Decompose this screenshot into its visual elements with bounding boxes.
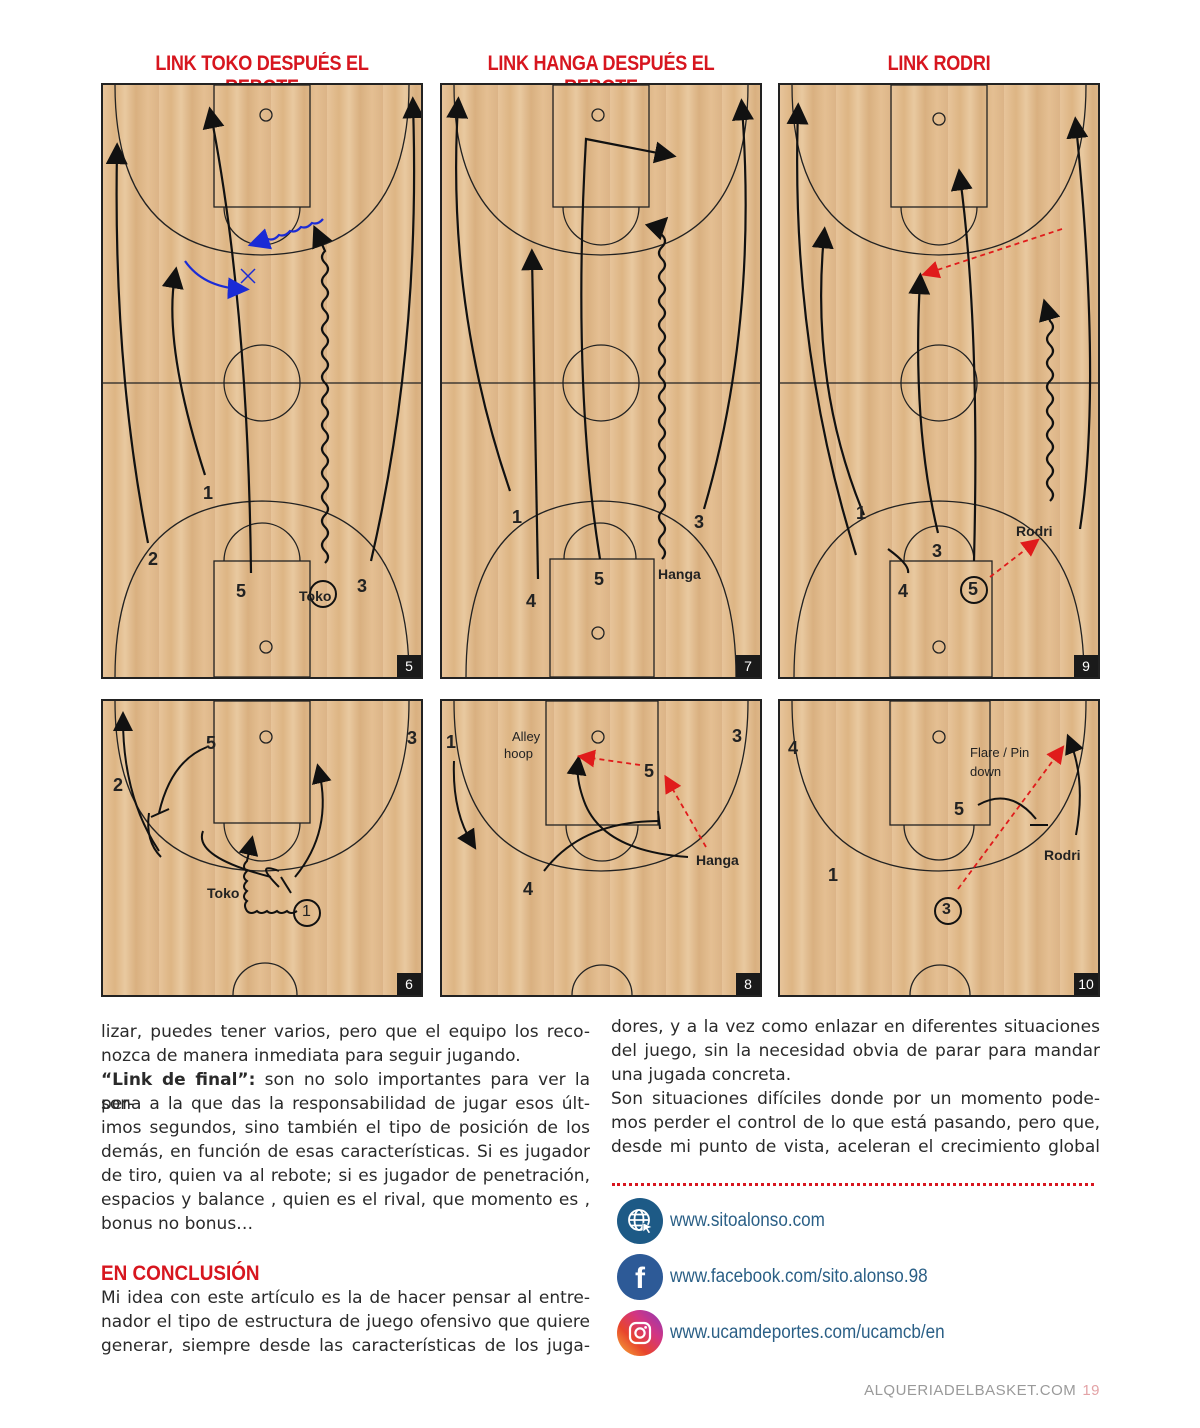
social-instagram[interactable]: www.ucamdeportes.com/ucamcb/en — [617, 1310, 975, 1356]
player-label-hanga: Hanga — [696, 852, 739, 868]
play-label-hoop: hoop — [504, 746, 533, 761]
player-label-3: 3 — [694, 512, 705, 532]
social-web[interactable]: www.sitoalonso.com — [617, 1198, 842, 1244]
web-link[interactable]: www.sitoalonso.com — [670, 1210, 825, 1231]
diagram-number: 8 — [736, 973, 760, 995]
body-text: son no solo importantes para ver la per- — [101, 1070, 591, 1114]
court-diagram-10: 4 Flare / Pin down 5 Rodri 1 3 10 — [778, 699, 1100, 997]
player-label-4: 4 — [898, 581, 909, 601]
court-diagram-6: 5 3 2 Toko 1 6 — [101, 699, 423, 997]
body-line: generar, siempre desde las característic… — [101, 1336, 590, 1356]
player-label-1: 1 — [203, 483, 214, 503]
court-6-drawing — [113, 701, 410, 995]
body-line: demás, en función de esas característica… — [101, 1142, 590, 1162]
facebook-icon: f — [617, 1254, 663, 1300]
body-line: nozca de manera inmediata para seguir ju… — [101, 1046, 521, 1066]
facebook-link[interactable]: www.facebook.com/sito.alonso.98 — [670, 1266, 928, 1287]
body-line: bonus no bonus… — [101, 1214, 254, 1234]
player-label-5: 5 — [594, 569, 605, 589]
body-line: una jugada concreta. — [611, 1065, 792, 1085]
court-diagram-8: 1 Alley hoop 3 5 Hanga 4 8 — [440, 699, 762, 997]
body-line: “Link de final”: son no solo importantes… — [101, 1068, 590, 1116]
player-label-rodri: Rodri — [1044, 847, 1081, 863]
player-label-1: 1 — [512, 507, 523, 527]
page-footer: ALQUERIADELBASKET.COM 19 — [864, 1382, 1100, 1399]
diagram-number: 6 — [397, 973, 421, 995]
player-label-3: 3 — [732, 726, 743, 746]
player-label-2: 2 — [113, 775, 124, 795]
body-line: Son situaciones difíciles donde por un m… — [611, 1089, 1100, 1109]
play-label-down: down — [970, 764, 1002, 779]
player-label-3: 3 — [407, 728, 418, 748]
player-label-1: 1 — [302, 903, 311, 920]
instagram-link[interactable]: www.ucamdeportes.com/ucamcb/en — [670, 1322, 945, 1343]
panel-title-5: LINK TOKO DESPUÉS EL REBOTE — [155, 52, 369, 99]
player-label-5: 5 — [206, 733, 217, 753]
player-label-4: 4 — [526, 591, 537, 611]
player-label-1: 1 — [446, 732, 457, 752]
player-label-5: 5 — [644, 761, 655, 781]
player-label-4: 4 — [523, 879, 534, 899]
diagram-number: 10 — [1074, 973, 1098, 995]
player-label-1: 1 — [856, 503, 867, 523]
player-label-5: 5 — [968, 579, 979, 599]
footer-site[interactable]: ALQUERIADELBASKET.COM — [864, 1382, 1077, 1399]
body-line: de tiro, quien va al rebote; si es jugad… — [101, 1166, 590, 1186]
body-line: sona a la que das la responsabilidad de … — [101, 1094, 590, 1114]
diagram-number: 7 — [736, 655, 760, 677]
player-label-3: 3 — [357, 576, 368, 596]
play-label-alley: Alley — [512, 729, 541, 744]
social-facebook[interactable]: f www.facebook.com/sito.alonso.98 — [617, 1254, 956, 1300]
player-label-toko: Toko — [207, 885, 240, 901]
court-diagram-5: 1 2 5 Toko 3 5 — [101, 83, 423, 679]
player-label-1: 1 — [828, 865, 839, 885]
court-5-drawing — [103, 85, 421, 677]
panel-title-7: LINK HANGA DESPUÉS EL REBOTE — [487, 52, 715, 99]
body-line: imos segundos, sino también el tipo de p… — [101, 1118, 590, 1138]
body-line: del juego, sin la necesidad obvia de par… — [611, 1041, 1100, 1061]
court-7-drawing — [442, 85, 760, 677]
body-line: Mi idea con este artículo es la de hacer… — [101, 1288, 590, 1308]
body-line: desde mi punto de vista, aceleran el cre… — [611, 1137, 1100, 1157]
player-label-3: 3 — [942, 901, 951, 918]
court-8-drawing — [452, 701, 749, 995]
player-label-3: 3 — [932, 541, 943, 561]
dotted-divider — [612, 1183, 1094, 1186]
section-heading: EN CONCLUSIÓN — [101, 1262, 260, 1285]
court-9-drawing — [780, 85, 1098, 677]
court-diagram-9: 1 3 4 5 Rodri 9 — [778, 83, 1100, 679]
player-label-4: 4 — [788, 738, 799, 758]
link-final-label: “Link de final”: — [101, 1070, 256, 1090]
body-line: nador el tipo de estructura de juego ofe… — [101, 1312, 590, 1332]
court-10-drawing — [791, 701, 1087, 995]
diagram-number: 9 — [1074, 655, 1098, 677]
player-label-rodri: Rodri — [1016, 523, 1053, 539]
body-line: dores, y a la vez como enlazar en difere… — [611, 1017, 1100, 1037]
body-line: espacios y balance , quien es el rival, … — [101, 1190, 590, 1210]
panel-title-9: LINK RODRI — [887, 52, 991, 75]
body-line: lizar, puedes tener varios, pero que el … — [101, 1022, 590, 1042]
diagram-number: 5 — [397, 655, 421, 677]
player-label-2: 2 — [148, 549, 159, 569]
player-label-5: 5 — [954, 799, 965, 819]
page-number: 19 — [1082, 1382, 1100, 1399]
instagram-icon — [617, 1310, 663, 1356]
player-label-hanga: Hanga — [658, 566, 701, 582]
court-diagram-7: 1 4 5 Hanga 3 7 — [440, 83, 762, 679]
body-line: mos perder el control de lo que está pas… — [611, 1113, 1100, 1133]
player-label-toko: Toko — [299, 588, 332, 604]
player-label-5: 5 — [236, 581, 247, 601]
globe-cursor-icon — [617, 1198, 663, 1244]
play-label-flare: Flare / Pin — [970, 745, 1030, 760]
